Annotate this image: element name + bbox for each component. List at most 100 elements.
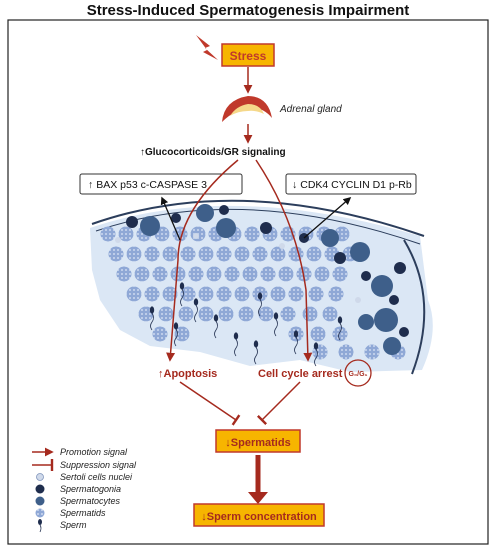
sperm-cell [293,330,299,338]
svg-text:↑Apoptosis: ↑Apoptosis [158,368,217,380]
sperm-cell [233,332,239,340]
sperm-down-arrow: ↓ [201,511,207,523]
spermatids-node: ↓Spermatids [215,429,301,453]
spermatogonia-cell [219,205,229,215]
spermatid-cell [238,306,254,322]
spermatogonia-cell [389,295,399,305]
svg-text:↓Spermatids: ↓Spermatids [225,437,290,449]
up-arrow: ↑ [88,179,93,191]
sertoli-nucleus [115,237,121,243]
legend: Promotion signal Suppression signal Sert… [32,447,137,533]
spermatid-cell [188,266,204,282]
spermatid-cell [152,326,168,342]
legend-label-spermatogonia: Spermatogonia [60,484,121,494]
legend-label-spermatocytes: Spermatocytes [60,496,121,506]
gc-up-arrow: ↑ [140,147,145,158]
spermatid-cell [144,286,160,302]
spermatogonia-cell [171,213,181,223]
spermatocyte-cell [140,216,160,236]
spermatid-cell [198,246,214,262]
sperm-cell [313,342,319,350]
up-markers-label: BAX p53 c-CASPASE 3 [96,179,207,191]
spermatid-cell [162,246,178,262]
spermatid-cell [302,306,318,322]
spermatid-cell [206,266,222,282]
spermatid-cell [174,326,190,342]
sperm-tail [180,288,184,307]
sperm-concentration-node: ↓Sperm concentration [193,503,325,527]
spermatocyte-cell [350,242,370,262]
spermatid-cell [252,246,268,262]
sperm-tail [150,312,154,331]
spermatid-cell [170,266,186,282]
spermatid-cell [108,246,124,262]
spermatogonia-cell [399,327,409,337]
spermatocyte-cell [374,308,398,332]
spermatid-cell [332,326,348,342]
sperm-tail [194,304,198,323]
spermatid-cell [152,266,168,282]
spermatids-down-arrow: ↓ [225,437,231,449]
sertoli-nucleus [355,297,361,303]
gc-to-arrest-arrow [255,159,313,362]
spermatids-label: Spermatids [231,437,291,449]
cell-cluster [100,204,409,367]
sperm-tail [174,328,178,347]
spermatid-cell [270,286,286,302]
legend-label-spermatids: Spermatids [60,508,106,518]
phase-label: G₀/G₁ [349,371,368,378]
spermatogonia-cell [126,216,138,228]
spermatid-cell [116,266,132,282]
up-markers-box: ↑BAX p53 c-CASPASE 3 [79,173,243,195]
apoptosis-up-arrow: ↑ [158,368,164,380]
sperm-cell [337,316,343,324]
stress-label: Stress [230,49,267,63]
sperm-cell [179,282,185,290]
spermatid-cell [258,306,274,322]
spermatid-cell [224,266,240,282]
svg-text:↓CDK4 CYCLIN D1 p-Rb: ↓CDK4 CYCLIN D1 p-Rb [292,179,412,191]
spermatid-cell [280,306,296,322]
arrest-node: Cell cycle arrest G₀/G₁ [258,359,372,387]
down-markers-box: ↓CDK4 CYCLIN D1 p-Rb [285,173,417,195]
sperm-cell [213,314,219,322]
spermatocyte-cell [321,229,339,247]
spermatogonia-cell [260,222,272,234]
spermatid-cell [308,286,324,302]
adrenal-label: Adrenal gland [279,104,342,115]
gc-to-apoptosis-arrow [166,159,239,362]
spermatid-cell [180,246,196,262]
spermatid-cell [322,306,338,322]
spermatid-cell [310,326,326,342]
legend-label-promotion: Promotion signal [60,447,128,457]
sperm-cell [173,322,179,330]
spermatid-cell [332,266,348,282]
legend-label-sertoli: Sertoli cells nuclei [60,472,133,482]
spermatid-cell [242,266,258,282]
apoptosis-suppression-bar [179,381,241,426]
sperm-tail [274,318,278,337]
sperm-tail [214,320,218,339]
spermatocyte-cell [216,218,236,238]
spermatid-cell [338,344,354,360]
apoptosis-node: ↑Apoptosis [158,368,217,380]
down-arrow: ↓ [292,179,297,191]
spermatid-cell [288,246,304,262]
spermatid-cell [234,286,250,302]
sperm-concentration-label: Sperm concentration [207,511,317,523]
spermatid-cell [364,344,380,360]
spermatocyte-cell [196,204,214,222]
lightning-icon [196,35,218,60]
spermatid-cell [126,286,142,302]
gc-node: ↑Glucocorticoids/GR signaling [140,147,286,158]
spermatid-cell [314,266,330,282]
spermatid-cell [234,246,250,262]
spermatid-cell [118,226,134,242]
spermatid-cell [216,286,232,302]
spermatid-cell [198,286,214,302]
spermatid-cell [162,286,178,302]
sperm-cell [253,340,259,348]
spermatid-cell [328,286,344,302]
to-down-markers-arrow [303,196,352,239]
sperm-cell [193,298,199,306]
